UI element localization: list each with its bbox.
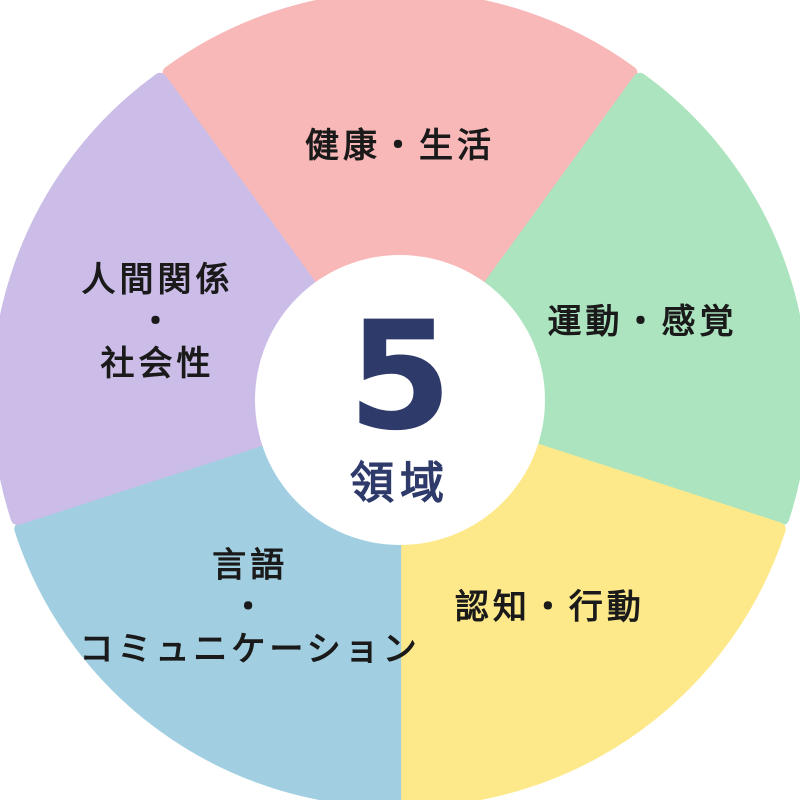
segment-1-label-line-1: 健康・生活 xyxy=(305,126,495,166)
segment-4-label-line-3: コミュニケーション xyxy=(79,629,420,669)
segment-5-label-line-2: ・ xyxy=(139,302,177,342)
center-circle xyxy=(255,255,545,545)
segment-3-label-line-1: 認知・行動 xyxy=(455,587,645,627)
center-unit: 領域 xyxy=(350,458,450,509)
segment-5-label-line-3: 社会性 xyxy=(101,344,215,384)
segment-4-label-line-1: 言語 xyxy=(212,545,288,585)
center-number: 5 xyxy=(348,290,452,464)
segment-2-label-line-1: 運動・感覚 xyxy=(548,302,738,342)
segment-4-label-line-2: ・ xyxy=(231,587,269,627)
segment-5-label-line-1: 人間関係 xyxy=(82,260,234,300)
